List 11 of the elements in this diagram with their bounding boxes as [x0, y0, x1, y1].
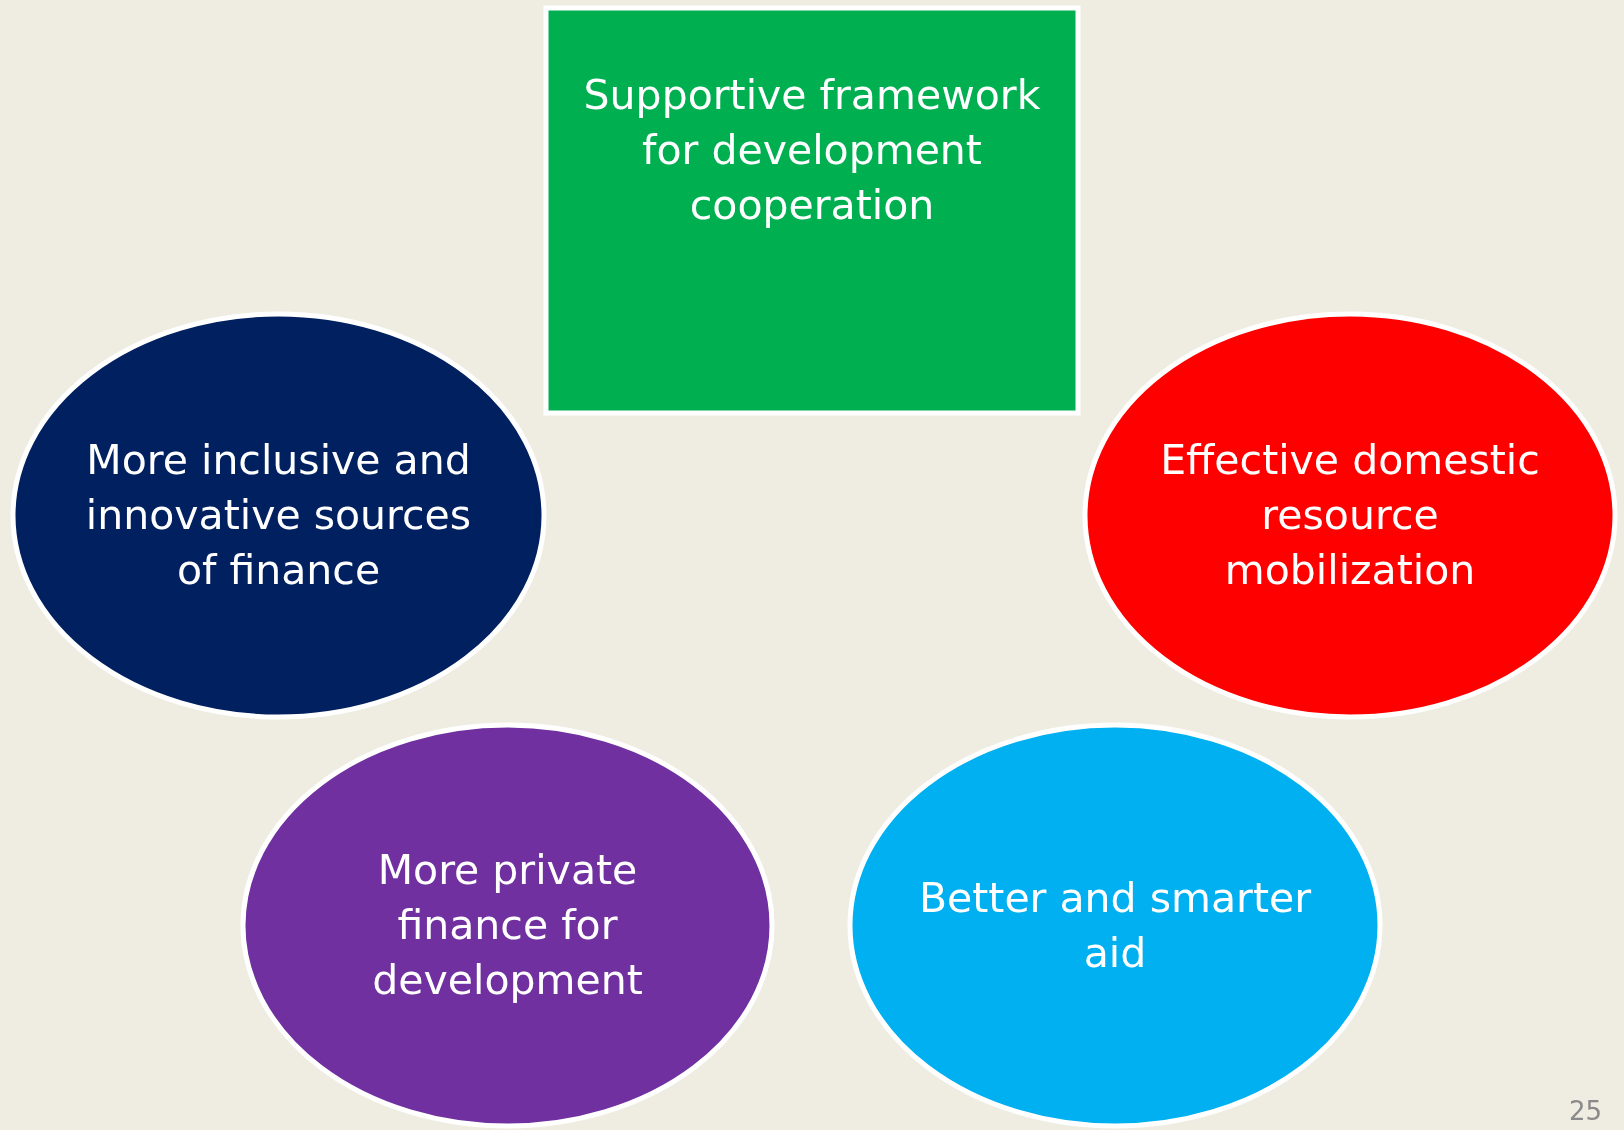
goal-text: More private finance for development	[371, 845, 644, 1006]
goal-ellipse	[1082, 311, 1618, 720]
goal-ellipse	[847, 722, 1383, 1129]
framework-box	[543, 5, 1081, 416]
goal-text: Better and smarter aid	[917, 872, 1313, 979]
page-number: 25	[1568, 1096, 1602, 1126]
goal-text: Supportive framework for development cooperation	[582, 70, 1042, 231]
goal-ellipse	[240, 722, 775, 1129]
goal-text: More inclusive and innovative sources of finance	[84, 435, 473, 596]
goal-ellipse	[10, 311, 547, 720]
goal-text: Effective domestic resource mobilization	[1159, 435, 1541, 596]
